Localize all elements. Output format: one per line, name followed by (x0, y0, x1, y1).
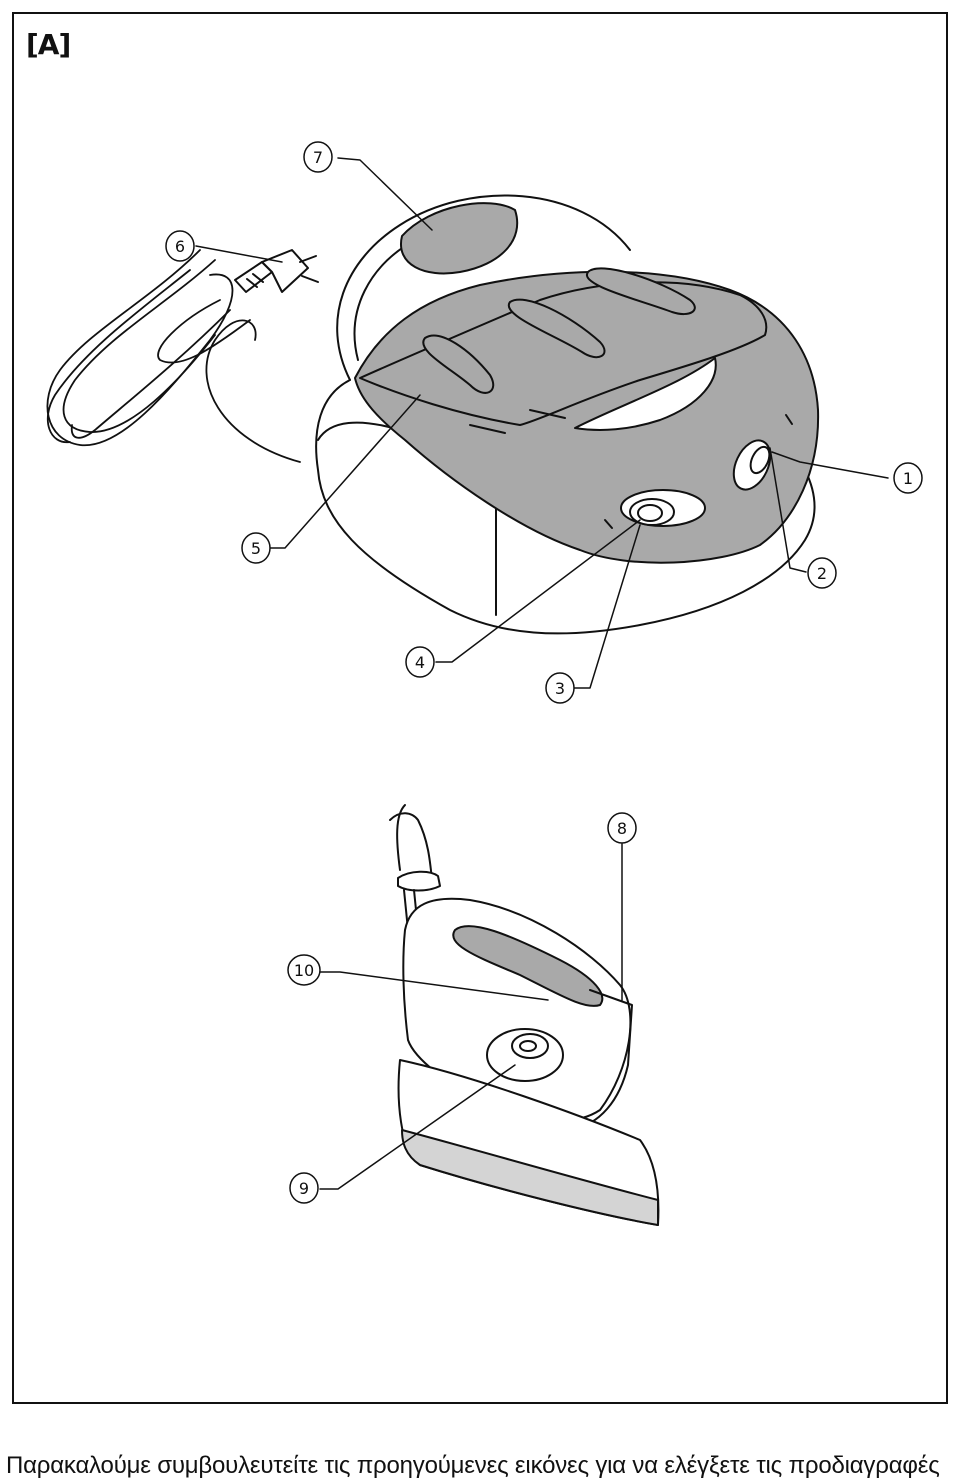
callout-circles (165, 141, 923, 1204)
callout-7: 7 (313, 148, 323, 167)
callout-3: 3 (555, 679, 565, 698)
callout-5: 5 (251, 539, 261, 558)
steam-iron (389, 804, 660, 1226)
carry-handle-grip (399, 202, 519, 275)
callout-10: 10 (294, 961, 314, 980)
callout-9: 9 (299, 1179, 309, 1198)
power-cord (46, 249, 301, 463)
steam-generator-base (46, 194, 820, 635)
callout-leaders (195, 157, 889, 1190)
callout-6: 6 (175, 237, 185, 256)
callout-1: 1 (903, 469, 913, 488)
callout-8: 8 (617, 819, 627, 838)
product-diagram: 1 2 3 4 5 6 7 8 9 10 (46, 141, 923, 1226)
panel-label: [A] (26, 28, 71, 61)
caption-text: Παρακαλούμε συμβουλευτείτε τις προηγούμε… (6, 1452, 940, 1479)
figure-frame (12, 12, 948, 1404)
callout-2: 2 (817, 564, 827, 583)
callout-4: 4 (415, 653, 425, 672)
